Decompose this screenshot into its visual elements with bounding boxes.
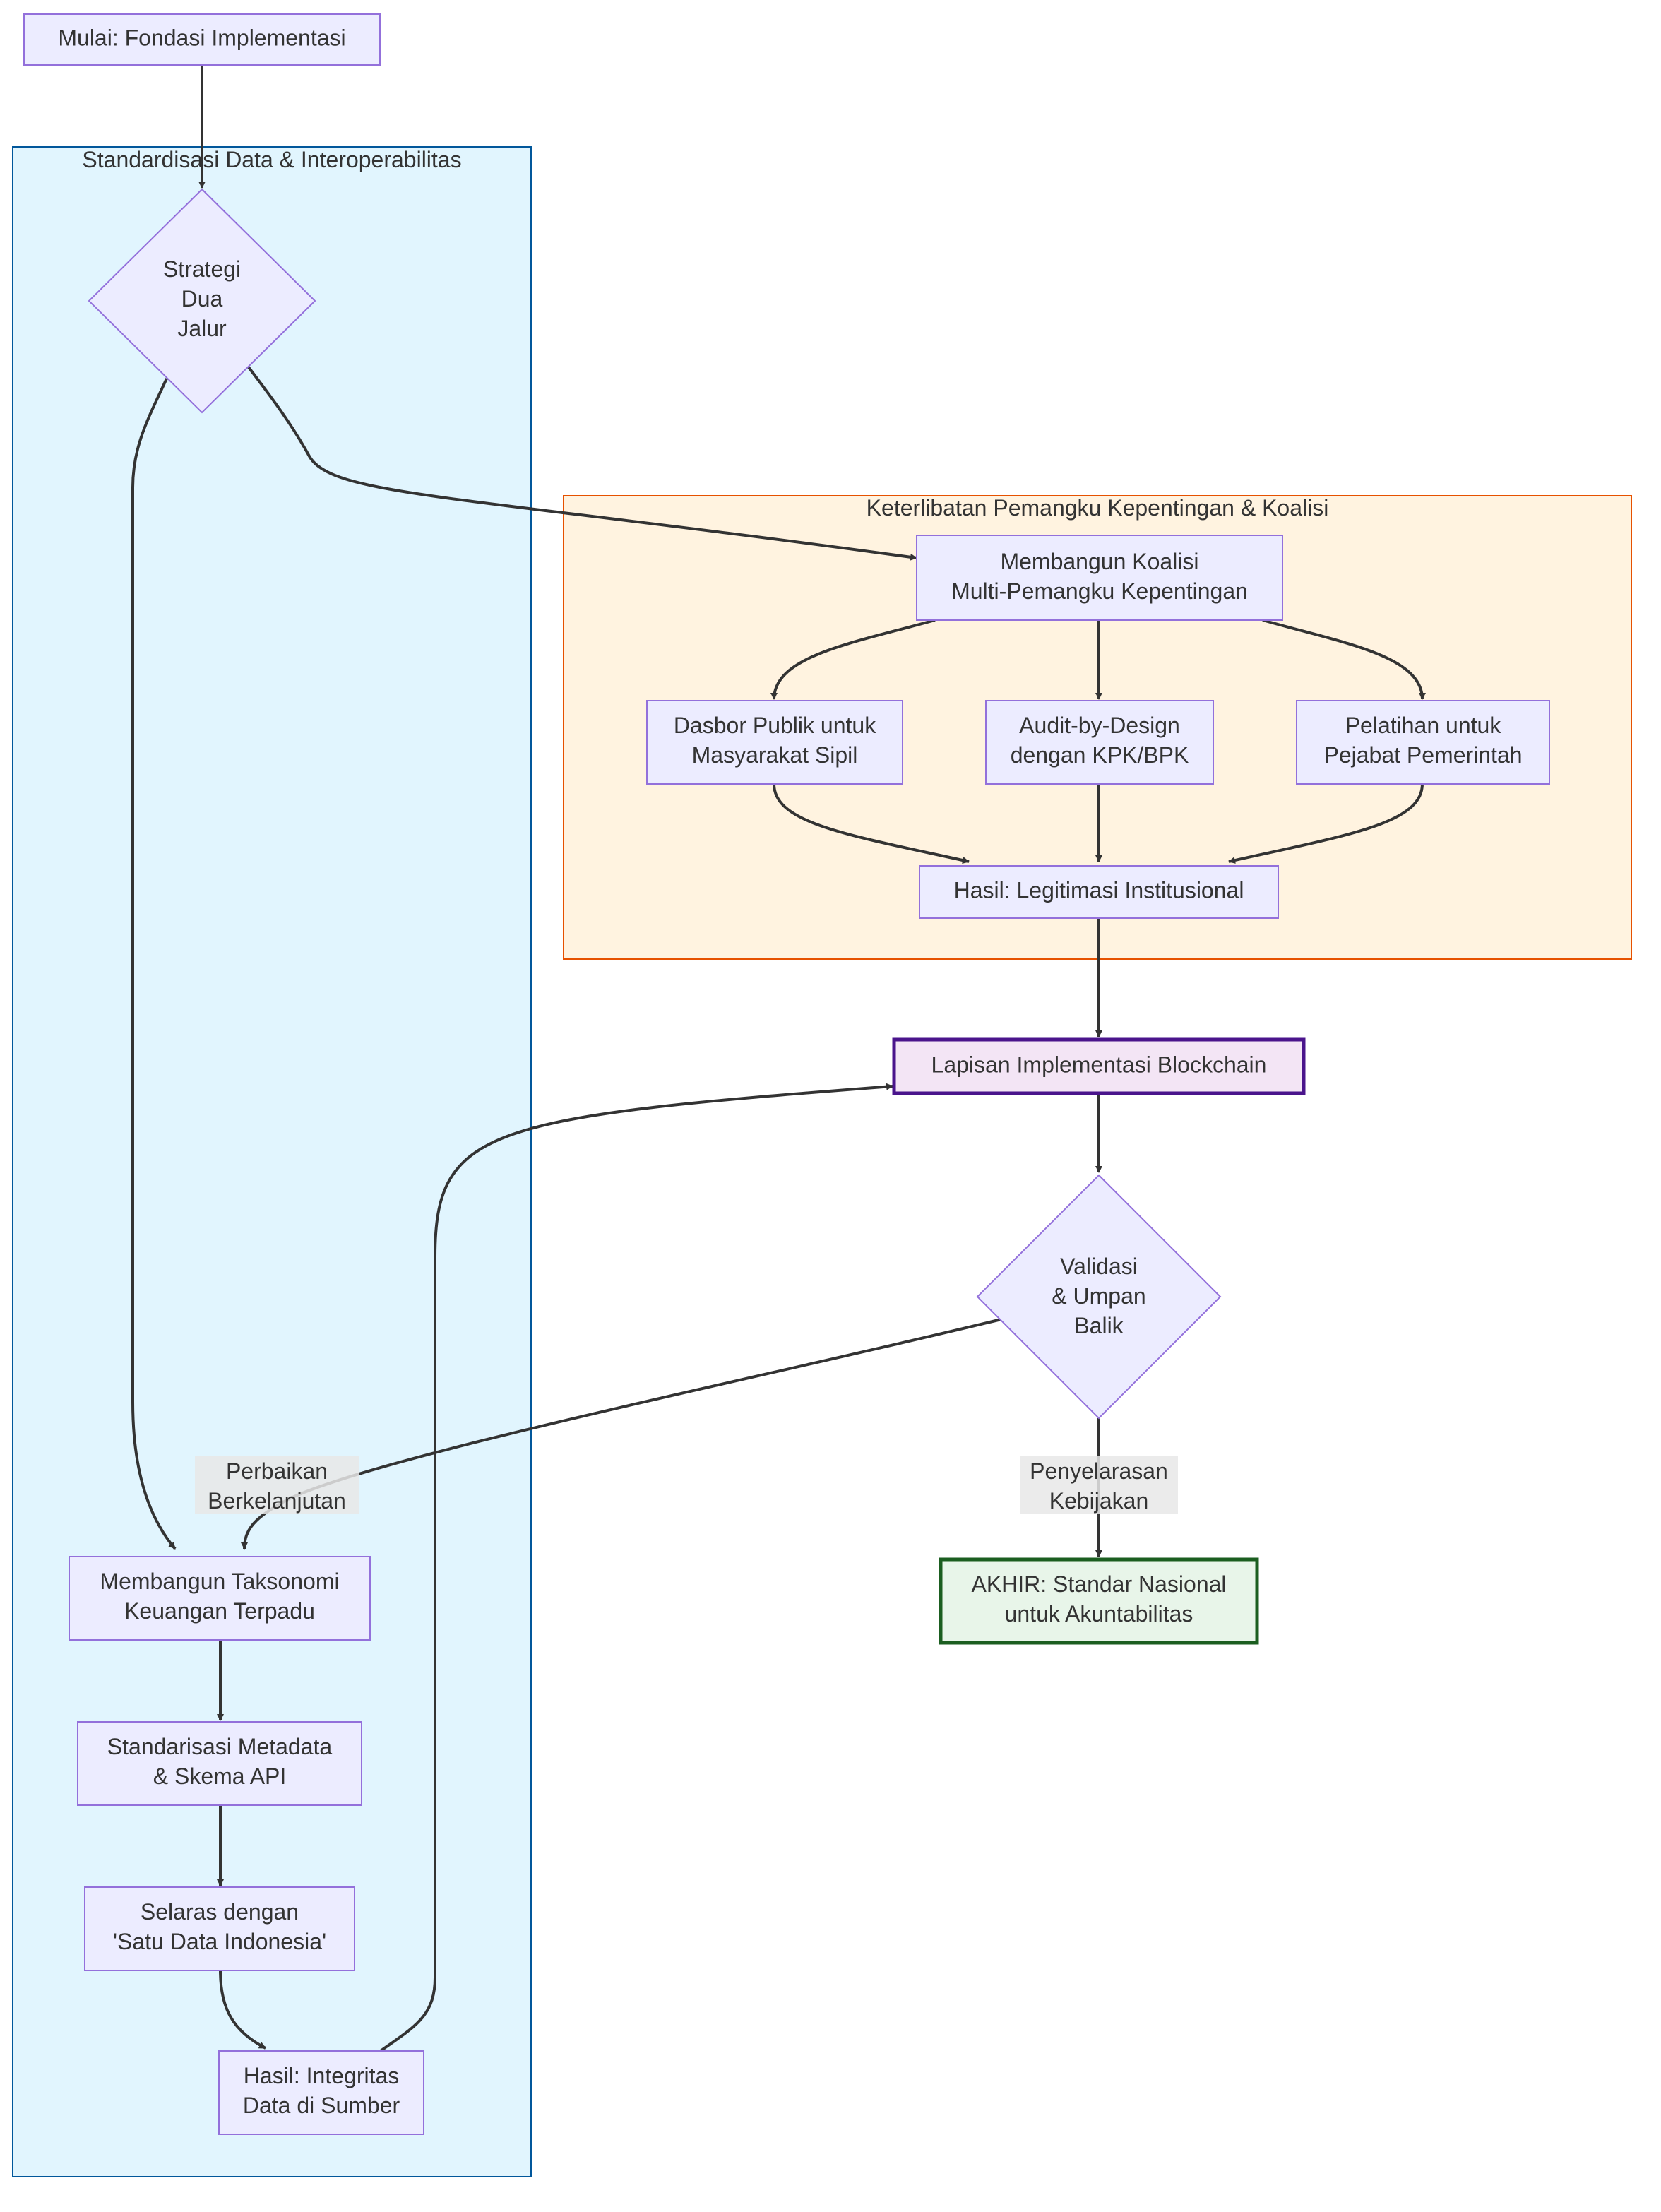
edge-validation-taxonomy xyxy=(241,1318,1002,1550)
edge-label-policy-alignment-line2: Kebijakan xyxy=(1049,1488,1149,1514)
node-training-line2: Pejabat Pemerintah xyxy=(1323,742,1522,768)
node-end: AKHIR: Standar Nasional untuk Akuntabili… xyxy=(939,1557,1259,1645)
node-strategy-line1: Strategi xyxy=(163,256,241,282)
edge-strategy-coalition xyxy=(247,366,917,561)
edge-satudata-integrity xyxy=(219,1970,266,2050)
node-validation-line3: Balik xyxy=(1074,1313,1124,1338)
edge-coalition-dashboard xyxy=(770,619,936,700)
node-metadata-line1: Standarisasi Metadata xyxy=(107,1734,333,1759)
node-legitimacy: Hasil: Legitimasi Institusional xyxy=(919,865,1279,919)
node-integrity-line1: Hasil: Integritas xyxy=(244,2063,400,2088)
edge-training-legitimacy xyxy=(1228,783,1424,864)
node-dashboard-line2: Masyarakat Sipil xyxy=(692,742,858,768)
node-audit-line2: dengan KPK/BPK xyxy=(1011,742,1189,768)
node-integrity: Hasil: Integritas Data di Sumber xyxy=(218,2050,424,2135)
node-strategy: Strategi Dua Jalur xyxy=(88,188,316,414)
edge-label-policy-alignment-line1: Penyelarasan xyxy=(1030,1458,1168,1484)
node-satu-data-line2: 'Satu Data Indonesia' xyxy=(113,1929,326,1954)
node-blockchain-line1: Lapisan Implementasi Blockchain xyxy=(931,1052,1267,1077)
edge-label-continuous-improvement: Perbaikan Berkelanjutan xyxy=(195,1456,359,1514)
node-metadata-line2: & Skema API xyxy=(153,1764,287,1789)
edge-coalition-training xyxy=(1262,619,1426,700)
node-training: Pelatihan untuk Pejabat Pemerintah xyxy=(1296,700,1550,785)
node-end-line1: AKHIR: Standar Nasional xyxy=(971,1571,1226,1597)
node-validation: Validasi & Umpan Balik xyxy=(976,1174,1222,1420)
node-start-line1: Mulai: Fondasi Implementasi xyxy=(58,25,345,50)
node-metadata: Standarisasi Metadata & Skema API xyxy=(77,1721,362,1806)
node-end-line2: untuk Akuntabilitas xyxy=(1005,1601,1193,1627)
cluster-data-standardization-title: Standardisasi Data & Interoperabilitas xyxy=(82,147,461,172)
node-audit-line1: Audit-by-Design xyxy=(1019,713,1180,738)
node-coalition: Membangun Koalisi Multi-Pemangku Kepenti… xyxy=(916,535,1283,621)
edge-strategy-taxonomy xyxy=(131,378,177,1550)
node-satu-data: Selaras dengan 'Satu Data Indonesia' xyxy=(84,1886,355,1971)
node-legitimacy-line1: Hasil: Legitimasi Institusional xyxy=(954,877,1244,903)
cluster-data-standardization: Standardisasi Data & Interoperabilitas xyxy=(12,146,532,2177)
edge-label-policy-alignment: Penyelarasan Kebijakan xyxy=(1020,1456,1178,1514)
node-taxonomy-line2: Keuangan Terpadu xyxy=(124,1598,315,1624)
node-dashboard-line1: Dasbor Publik untuk xyxy=(674,713,876,738)
node-validation-line2: & Umpan xyxy=(1052,1283,1145,1309)
node-integrity-line2: Data di Sumber xyxy=(243,2093,400,2118)
node-blockchain: Lapisan Implementasi Blockchain xyxy=(892,1037,1306,1095)
edge-integrity-blockchain xyxy=(377,1083,893,2054)
node-training-line1: Pelatihan untuk xyxy=(1345,713,1502,738)
node-strategy-line3: Jalur xyxy=(177,316,227,341)
node-strategy-line2: Dua xyxy=(181,286,223,311)
edge-label-continuous-improvement-line1: Perbaikan xyxy=(226,1458,328,1484)
node-taxonomy: Membangun Taksonomi Keuangan Terpadu xyxy=(69,1556,371,1641)
node-coalition-line1: Membangun Koalisi xyxy=(1000,549,1198,574)
node-satu-data-line1: Selaras dengan xyxy=(141,1899,299,1925)
node-taxonomy-line1: Membangun Taksonomi xyxy=(100,1569,339,1594)
node-dashboard: Dasbor Publik untuk Masyarakat Sipil xyxy=(646,700,903,785)
node-validation-line1: Validasi xyxy=(1060,1254,1138,1279)
node-start: Mulai: Fondasi Implementasi xyxy=(23,13,381,66)
node-audit: Audit-by-Design dengan KPK/BPK xyxy=(985,700,1214,785)
edges xyxy=(131,65,1426,2054)
edge-dashboard-legitimacy xyxy=(773,783,970,864)
node-coalition-line2: Multi-Pemangku Kepentingan xyxy=(951,578,1248,604)
cluster-stakeholder-title: Keterlibatan Pemangku Kepentingan & Koal… xyxy=(867,495,1329,521)
edge-label-continuous-improvement-line2: Berkelanjutan xyxy=(208,1488,346,1514)
